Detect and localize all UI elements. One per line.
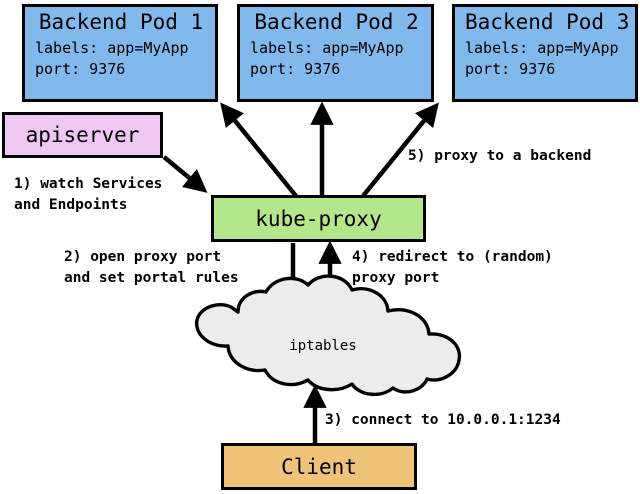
backend-pod-2-title: Backend Pod 2 [254,10,419,34]
backend-pod-3-labels: labels: app=MyApp [465,39,619,57]
step-1-label: 1) watch Services and Endpoints [14,176,163,213]
apiserver-label: apiserver [25,123,140,147]
client-box[interactable]: Client [221,443,417,490]
backend-pod-3-box[interactable]: Backend Pod 3 labels: app=MyApp port: 93… [452,4,638,102]
step-2-label: 2) open proxy port and set portal rules [64,249,239,286]
backend-pod-2-labels: labels: app=MyApp [250,39,404,57]
backend-pod-2-box[interactable]: Backend Pod 2 labels: app=MyApp port: 93… [237,4,434,102]
backend-pod-3-title: Backend Pod 3 [465,10,630,34]
step-4-label: 4) redirect to (random) proxy port [352,249,553,286]
backend-pod-1-box[interactable]: Backend Pod 1 labels: app=MyApp port: 93… [22,4,218,102]
kube-proxy-label: kube-proxy [255,206,382,231]
kube-proxy-box[interactable]: kube-proxy [211,195,426,242]
iptables-label: iptables [289,338,357,354]
apiserver-box[interactable]: apiserver [2,112,163,158]
backend-pod-3-port: port: 9376 [465,60,556,78]
backend-pod-2-port: port: 9376 [250,60,341,78]
backend-pod-1-title: Backend Pod 1 [38,10,204,34]
backend-pod-1-port: port: 9376 [35,60,126,78]
edge-kube-proxy-to-pod-1 [220,102,298,198]
edge-apiserver-to-kube-proxy [162,155,208,193]
client-label: Client [281,454,357,479]
step-5-label: 5) proxy to a backend [408,148,592,164]
iptables-cloud [194,274,462,396]
backend-pod-1-labels: labels: app=MyApp [35,39,189,57]
step-3-label: 3) connect to 10.0.0.1:1234 [325,412,561,428]
